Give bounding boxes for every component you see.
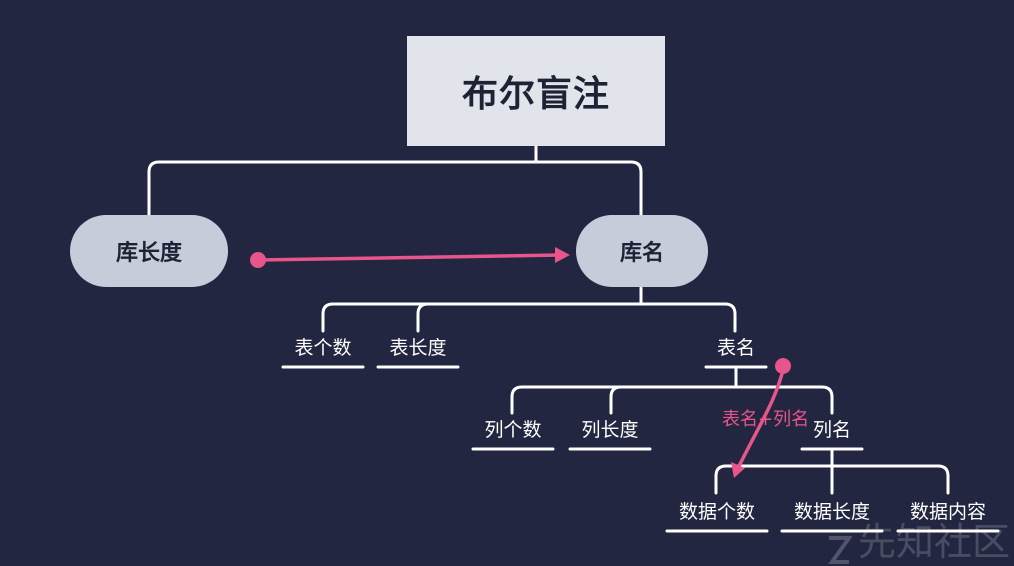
watermark-text: 先知社区 xyxy=(857,520,1010,564)
watermark-logo-icon xyxy=(828,536,852,564)
node-column-count: 列个数 xyxy=(484,419,542,441)
arrow-head-down xyxy=(731,462,745,478)
connector-table-name xyxy=(510,365,834,415)
node-table-length: 表长度 xyxy=(389,337,447,359)
root-node-boolean-blind-injection: 布尔盲注 xyxy=(407,36,665,146)
connector-db-name xyxy=(321,286,737,333)
node-table-name: 表名 xyxy=(716,337,755,359)
node-column-name: 列名 xyxy=(812,419,851,441)
node-column-length: 列长度 xyxy=(581,419,639,441)
arrow-annotation-dot xyxy=(775,358,791,374)
arrow-length-to-name xyxy=(256,253,562,262)
connector-col-name xyxy=(714,447,950,495)
node-data-length: 数据长度 xyxy=(793,501,870,523)
node-data-count: 数据个数 xyxy=(678,501,755,523)
node-db-length: 库长度 xyxy=(70,215,228,287)
arrow-start-dot xyxy=(250,252,266,268)
connector-root xyxy=(147,144,643,217)
node-db-name: 库名 xyxy=(576,215,708,287)
annotation-table-plus-column: 表名+列名 xyxy=(722,409,810,430)
arrow-annotation xyxy=(736,364,786,470)
node-table-count: 表个数 xyxy=(294,337,352,359)
arrow-head-right xyxy=(555,247,570,263)
watermark: 先知社区 xyxy=(826,511,1010,566)
node-data-content: 数据内容 xyxy=(909,501,986,523)
